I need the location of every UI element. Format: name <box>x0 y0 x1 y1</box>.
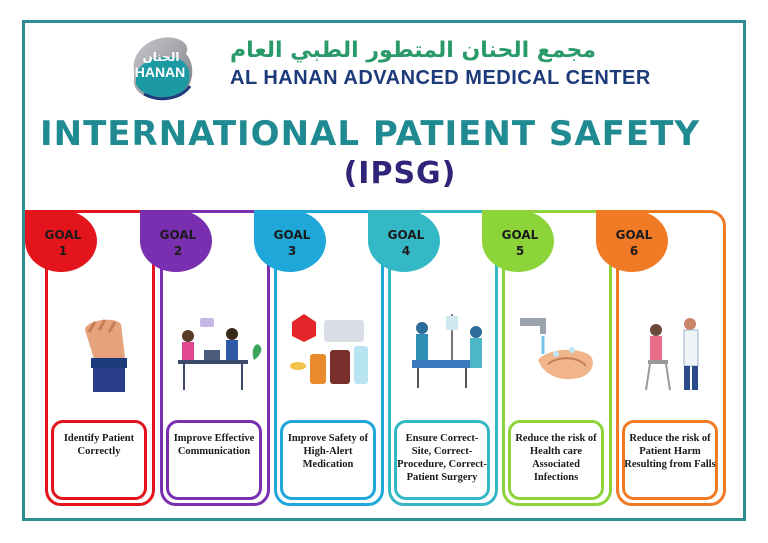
goal-description: Identify Patient Correctly <box>63 433 135 457</box>
logo-english-text: HANAN <box>134 64 186 80</box>
page-subtitle: (IPSG) <box>343 156 457 191</box>
goal-badge <box>482 210 554 272</box>
goal-badge <box>25 210 97 272</box>
goal-description: Reduce the risk of Health care Associate… <box>515 433 597 483</box>
goal-badge <box>254 210 326 272</box>
hand-wristband-icon <box>85 319 127 392</box>
goal-text-box <box>622 420 718 500</box>
goal-text-box <box>280 420 376 500</box>
surgery-icon <box>412 314 482 388</box>
hanan-logo-icon <box>133 37 193 101</box>
goal-badge <box>140 210 212 272</box>
goal-text-box <box>51 420 147 500</box>
logo-arabic-text: الحنان <box>142 50 180 64</box>
goal-badge <box>596 210 668 272</box>
medication-icon <box>290 314 368 384</box>
patient-fall-icon <box>645 318 699 391</box>
goal-text-box <box>508 420 604 500</box>
center-name-english: AL HANAN ADVANCED MEDICAL CENTER <box>230 67 651 89</box>
goal-text-box <box>166 420 262 500</box>
communication-people-icon <box>178 318 262 390</box>
center-name-arabic: مجمع الحنان المتطور الطبي العام <box>229 38 597 63</box>
goal-text-box <box>394 420 490 500</box>
goal-description: Improve Effective Communication <box>173 433 255 457</box>
goal-description: Ensure Correct-Site, Correct-Procedure, … <box>397 433 487 483</box>
goal-description: Improve Safety of High-Alert Medication <box>287 433 369 470</box>
goal-badge <box>368 210 440 272</box>
page-title: INTERNATIONAL PATIENT SAFETY <box>40 114 700 154</box>
poster-frame <box>22 20 746 521</box>
goal-description: Reduce the risk of Patient Harm Resultin… <box>624 433 716 470</box>
hand-washing-icon <box>520 318 593 380</box>
